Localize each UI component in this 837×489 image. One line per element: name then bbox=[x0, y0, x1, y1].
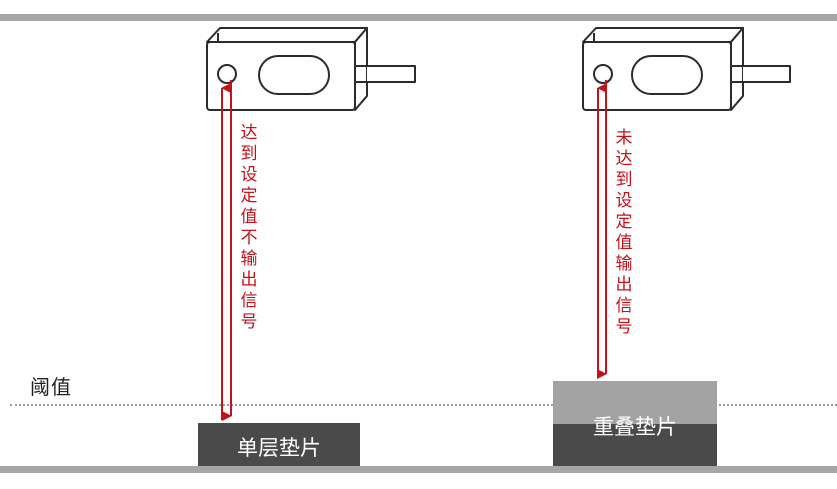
single-pad: 单层垫片 bbox=[198, 423, 360, 466]
threshold-label: 阈值 bbox=[30, 375, 72, 399]
single-pad-label: 单层垫片 bbox=[237, 436, 321, 460]
top-guide-rail bbox=[0, 14, 837, 21]
left-sensor-window bbox=[258, 55, 330, 95]
left-sensor bbox=[206, 27, 416, 111]
stacked-pad-label: 重叠垫片 bbox=[593, 415, 677, 439]
threshold-line bbox=[10, 404, 837, 406]
right-sensor bbox=[582, 27, 791, 111]
left-signal-label: 达到设定值不输出信号 bbox=[240, 123, 258, 332]
right-signal-label: 未达到设定值输出信号 bbox=[615, 128, 633, 337]
left-sensor-lens bbox=[217, 64, 237, 84]
bottom-guide-rail bbox=[0, 466, 837, 473]
right-sensor-window bbox=[631, 55, 703, 95]
stacked-pad: 重叠垫片 bbox=[553, 381, 717, 466]
stacked-pad-bottom-layer bbox=[553, 424, 717, 466]
right-sensor-lens bbox=[593, 64, 613, 84]
